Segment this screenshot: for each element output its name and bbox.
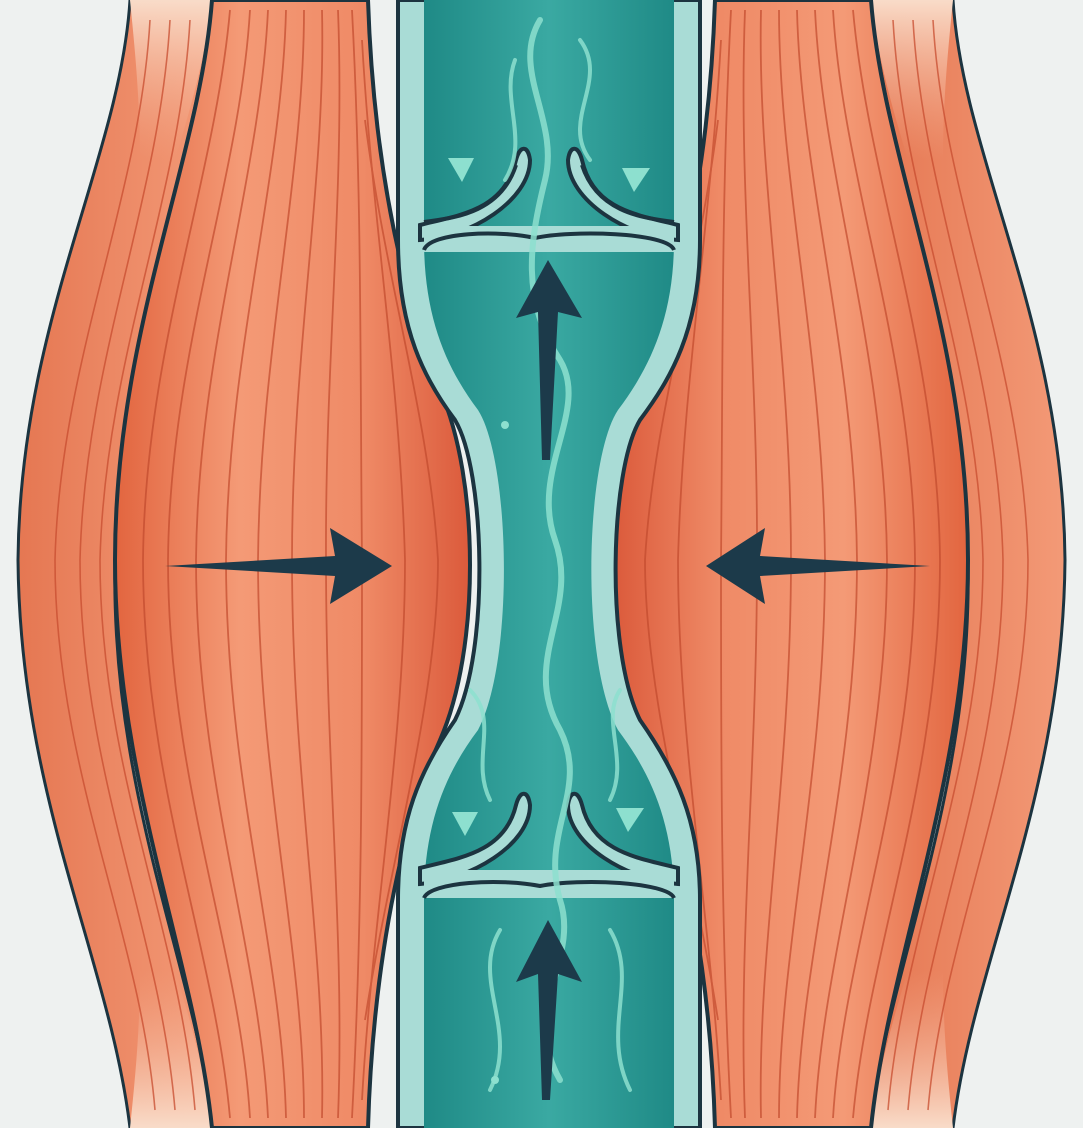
upper-valve-wall: [424, 226, 674, 252]
